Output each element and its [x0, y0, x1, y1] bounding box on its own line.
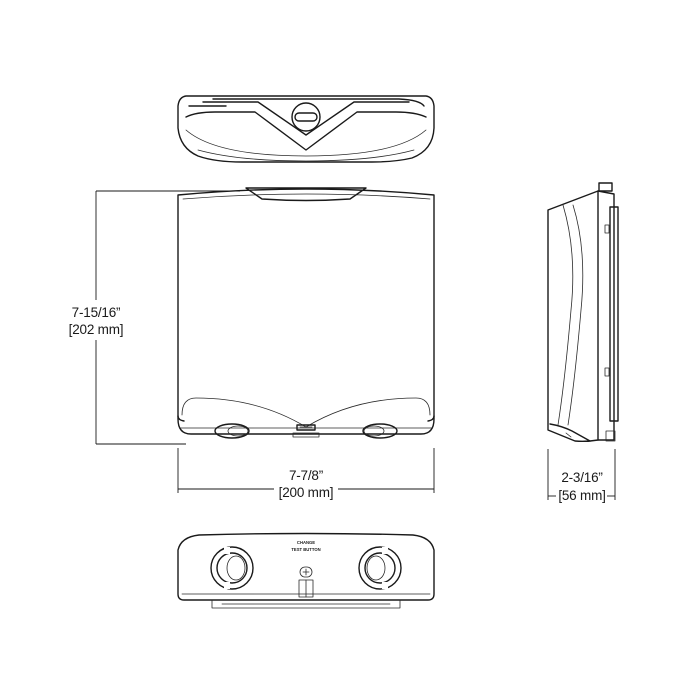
brand-label: CHANGE: [297, 540, 315, 545]
test-button-label: TEST BUTTON: [291, 547, 320, 552]
front-view: [177, 187, 435, 439]
width-imperial-text: 7-7/8”: [289, 468, 323, 483]
depth-dimension: 2-3/16” [56 mm]: [547, 449, 616, 503]
side-view: [547, 182, 619, 443]
bottom-view: CHANGE TEST BUTTON: [177, 532, 435, 609]
height-metric-text: [202 mm]: [69, 322, 124, 337]
depth-metric-text: [56 mm]: [558, 488, 605, 503]
height-dimension: 7-15/16” [202 mm]: [69, 190, 240, 445]
width-dimension: 7-7/8” [200 mm]: [177, 448, 435, 500]
height-imperial-text: 7-15/16”: [72, 305, 121, 320]
depth-imperial-text: 2-3/16”: [561, 470, 602, 485]
width-metric-text: [200 mm]: [279, 485, 334, 500]
top-view: [177, 95, 435, 163]
